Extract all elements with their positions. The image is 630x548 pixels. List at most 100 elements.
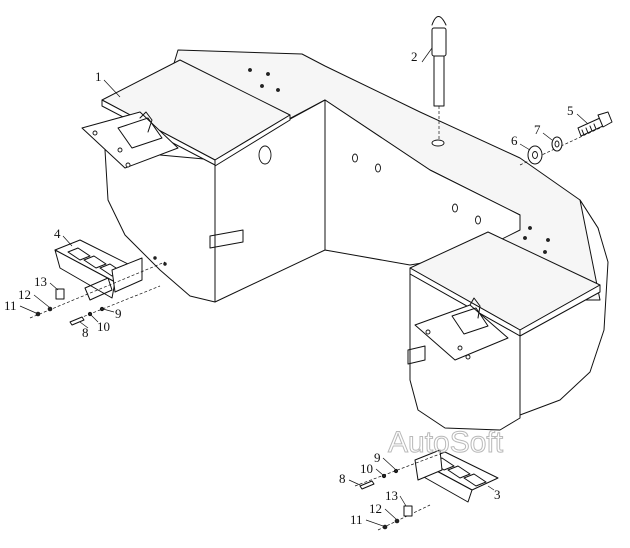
leader-6	[519, 143, 531, 151]
part-11-bolt	[35, 311, 41, 317]
callout-9-left: 9	[115, 306, 122, 321]
callout-6: 6	[511, 133, 518, 148]
frame-hole	[352, 153, 358, 163]
bolt-hole	[117, 147, 123, 153]
lid-edge	[214, 114, 291, 167]
leader-12-left	[33, 294, 50, 308]
filler-handle	[431, 16, 447, 26]
leader-2	[421, 47, 433, 63]
right-latch-bracket	[451, 307, 489, 335]
callout-13-right: 13	[385, 488, 398, 503]
frame-dot	[543, 250, 547, 254]
part-1-lid-left	[81, 59, 291, 169]
lock-washer-hole	[554, 140, 560, 148]
part-10-washer	[381, 473, 387, 479]
right-latch-plate	[414, 304, 509, 361]
leader-11-left	[19, 305, 37, 314]
bolt-hole	[125, 162, 131, 168]
part-8-bolt	[359, 480, 375, 490]
leader-1	[103, 79, 121, 98]
part-4-step-left	[54, 239, 143, 301]
callout-2: 2	[411, 49, 418, 64]
leader-13-left	[49, 282, 59, 291]
callout-8-left: 8	[82, 325, 89, 340]
leader-9-left	[102, 308, 115, 313]
filler-cap	[431, 27, 447, 57]
part-12-washer	[394, 518, 400, 524]
callout-1: 1	[95, 69, 102, 84]
leader-11-right	[365, 519, 384, 527]
fastener-axis	[69, 285, 161, 323]
callout-11-right: 11	[350, 512, 363, 527]
filler-hole	[431, 139, 445, 147]
callouts: 1 2 3 4 5 6 7 8 9 10 11 12 13 8 9 10 11 …	[4, 47, 589, 527]
watermark-text: AutoSoft	[388, 426, 504, 459]
step-mount	[111, 257, 143, 293]
frame-dot	[248, 68, 252, 72]
frame-dot	[260, 84, 264, 88]
left-fasteners	[29, 261, 166, 326]
part-2-filler-neck	[431, 16, 447, 140]
leader-10-left	[90, 314, 99, 323]
leader-4	[62, 235, 73, 247]
bolt-hole	[425, 329, 431, 335]
callout-3: 3	[494, 487, 501, 502]
frame-dot	[546, 238, 550, 242]
callout-9-right: 9	[374, 450, 381, 465]
step-bracket	[84, 277, 113, 301]
leader-3	[487, 485, 495, 491]
callout-11-left: 11	[4, 298, 17, 313]
frame-dot	[266, 72, 270, 76]
right-lid-edge	[519, 284, 601, 337]
right-fasteners	[354, 453, 441, 531]
right-latch-hook	[469, 297, 481, 319]
fastener-axis	[29, 261, 166, 319]
frame-dot	[276, 88, 280, 92]
part-10-washer	[87, 311, 93, 317]
bolt-hole	[92, 130, 98, 136]
latch-bracket	[117, 117, 163, 149]
washer-hole	[532, 151, 538, 159]
latch-hook	[139, 111, 153, 133]
part-12-washer	[47, 306, 53, 312]
leader-5	[576, 113, 589, 125]
frame-hole	[258, 145, 272, 165]
part-5-bolt-head	[597, 111, 613, 128]
part-3-step-right	[414, 449, 499, 503]
callout-12-right: 12	[369, 501, 382, 516]
callout-4: 4	[54, 226, 61, 241]
callout-8-right: 8	[339, 471, 346, 486]
leader-9-right	[382, 457, 396, 470]
leader-7	[542, 132, 553, 141]
part-8-bolt	[69, 316, 85, 326]
step-mount	[414, 449, 443, 481]
leader-8-left	[79, 321, 89, 329]
frame-dot	[153, 256, 157, 260]
leader-10-right	[375, 468, 384, 476]
frame-dot	[523, 236, 527, 240]
frame-dot	[528, 226, 532, 230]
callout-12-left: 12	[18, 287, 31, 302]
frame-dot	[163, 262, 167, 266]
leader-8-right	[348, 479, 361, 486]
part-13-clip	[403, 505, 413, 517]
frame-hole	[375, 163, 381, 173]
bolt-assembly	[519, 111, 613, 166]
bolt-hole	[465, 354, 471, 360]
filler-tube	[433, 55, 445, 107]
right-tank	[407, 231, 601, 431]
frame-hole	[475, 215, 481, 225]
callout-7: 7	[534, 122, 541, 137]
part-11-bolt	[382, 524, 388, 530]
leader-12-right	[384, 508, 397, 520]
leader-13-right	[399, 495, 407, 507]
right-tank-slot	[407, 345, 426, 365]
bolt-hole	[457, 345, 463, 351]
callout-5: 5	[567, 103, 574, 118]
callout-10-left: 10	[97, 319, 110, 334]
left-tank-slot	[209, 229, 244, 249]
part-13-clip	[55, 288, 65, 300]
callout-13-left: 13	[34, 274, 47, 289]
frame-hole	[452, 203, 458, 213]
